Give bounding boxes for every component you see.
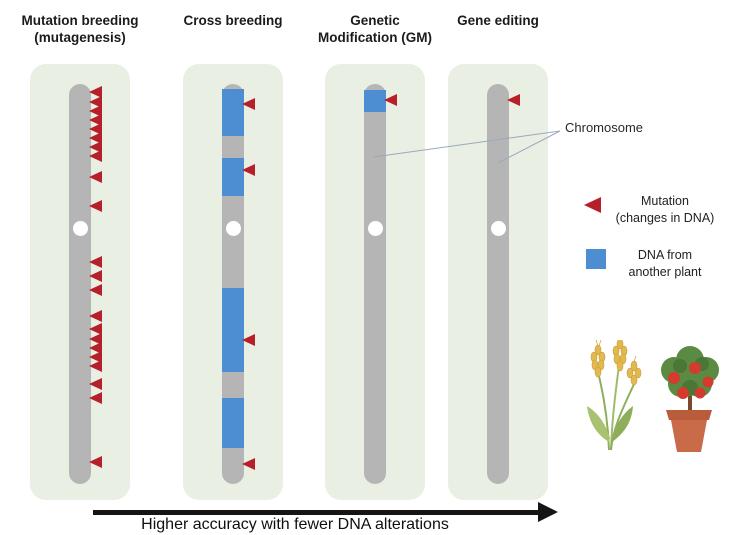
dna-legend-line1: DNA from [637, 248, 693, 262]
column-title-cross-breeding: Cross breeding [158, 12, 308, 29]
mutation-marker [89, 360, 102, 372]
mutation-legend-icon [584, 197, 601, 213]
mutation-legend-label: Mutation (changes in DNA) [595, 193, 735, 226]
figure-caption: Higher accuracy with fewer DNA alteratio… [141, 516, 449, 533]
column-title-mutation-breeding: Mutation breeding (mutagenesis) [5, 12, 155, 47]
wheat-plant-illustration [587, 340, 642, 451]
chromosome-mutation-breeding [69, 84, 102, 484]
panel-mutation-breeding [30, 64, 130, 500]
tomato-plant-illustration [661, 346, 719, 452]
mutation-legend-line1: Mutation [641, 194, 689, 208]
chromosome-cross-breeding [222, 84, 255, 484]
mutation-marker [89, 456, 102, 468]
column-title-gene-editing: Gene editing [423, 12, 573, 29]
mutation-marker [89, 378, 102, 390]
centromere [367, 221, 383, 236]
dna-legend-label: DNA from another plant [595, 247, 735, 280]
title-line: Cross breeding [183, 13, 283, 28]
title-line: (mutagenesis) [34, 30, 126, 46]
mutation-marker [89, 150, 102, 162]
panel-gene-editing [448, 64, 548, 500]
accuracy-arrow-head [538, 502, 558, 522]
centromere [225, 221, 241, 236]
title-line: Gene editing [457, 13, 539, 28]
mutation-marker [89, 310, 102, 322]
accuracy-arrow-line [93, 510, 541, 515]
mutation-marker [89, 270, 102, 282]
mutation-marker [242, 98, 255, 110]
dna-segment [222, 288, 244, 372]
mutation-marker [89, 323, 102, 335]
mutation-marker [89, 171, 102, 183]
panel-cross-breeding [183, 64, 283, 500]
mutation-marker [89, 392, 102, 404]
dna-segment [222, 398, 244, 448]
mutation-marker [89, 284, 102, 296]
mutation-legend-line2: (changes in DNA) [615, 210, 715, 225]
panel-genetic-modification [325, 64, 425, 500]
title-line: Modification (GM) [318, 30, 432, 46]
mutation-marker [242, 334, 255, 346]
centromere [490, 221, 506, 236]
mutation-marker [89, 200, 102, 212]
dna-legend-line2: another plant [628, 264, 702, 279]
chromosome-gene-editing [487, 84, 520, 484]
mutation-marker [507, 94, 520, 106]
dna-legend-icon [586, 249, 606, 269]
title-line: Mutation breeding [21, 13, 139, 28]
mutation-marker [242, 164, 255, 176]
dna-segment [222, 89, 244, 136]
mutation-marker [384, 94, 397, 106]
mutation-marker [89, 256, 102, 268]
mutation-marker [89, 86, 102, 98]
dna-segment [222, 158, 244, 196]
title-line: Genetic [350, 13, 400, 28]
chromosome-genetic-modification [364, 84, 397, 484]
centromere [72, 221, 88, 236]
dna-segment [364, 90, 386, 112]
mutation-marker [242, 458, 255, 470]
chromosome-label: Chromosome [565, 120, 644, 135]
